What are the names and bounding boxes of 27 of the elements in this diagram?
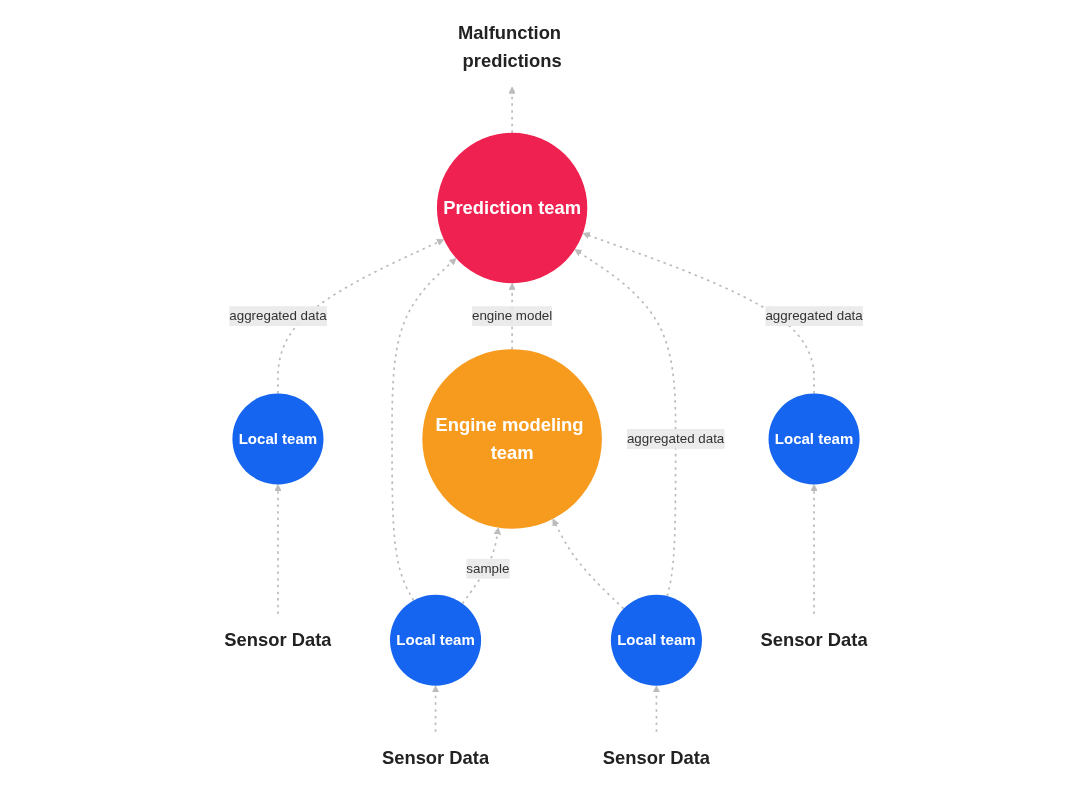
node-text: Sensor Data <box>224 629 332 651</box>
arrow <box>582 232 815 395</box>
node-circle <box>232 393 324 485</box>
edge-label: aggregated data <box>626 431 725 446</box>
arrow <box>508 86 516 134</box>
arrow <box>652 685 661 733</box>
node-circle <box>422 349 602 529</box>
node-text: Sensor Data <box>602 747 711 769</box>
edge-label: sample <box>466 561 510 576</box>
node-circle <box>390 594 482 686</box>
arrow <box>391 258 457 602</box>
arrow <box>431 685 440 733</box>
node-circle <box>610 594 702 686</box>
edge-label: aggregated data <box>765 308 863 323</box>
arrow <box>461 527 501 605</box>
node-text: Sensor Data <box>760 629 868 651</box>
arrow <box>277 238 445 395</box>
node-text: Sensor Data <box>381 747 490 769</box>
node-circle <box>436 132 588 284</box>
arrow <box>810 484 818 615</box>
edge-label: engine model <box>471 308 553 323</box>
node-circle <box>768 393 860 485</box>
edge-label: aggregated data <box>229 308 327 323</box>
arrow <box>274 484 282 615</box>
node-text: Malfunction predictions <box>458 22 562 71</box>
arrow <box>552 518 625 610</box>
arrow <box>574 249 677 597</box>
